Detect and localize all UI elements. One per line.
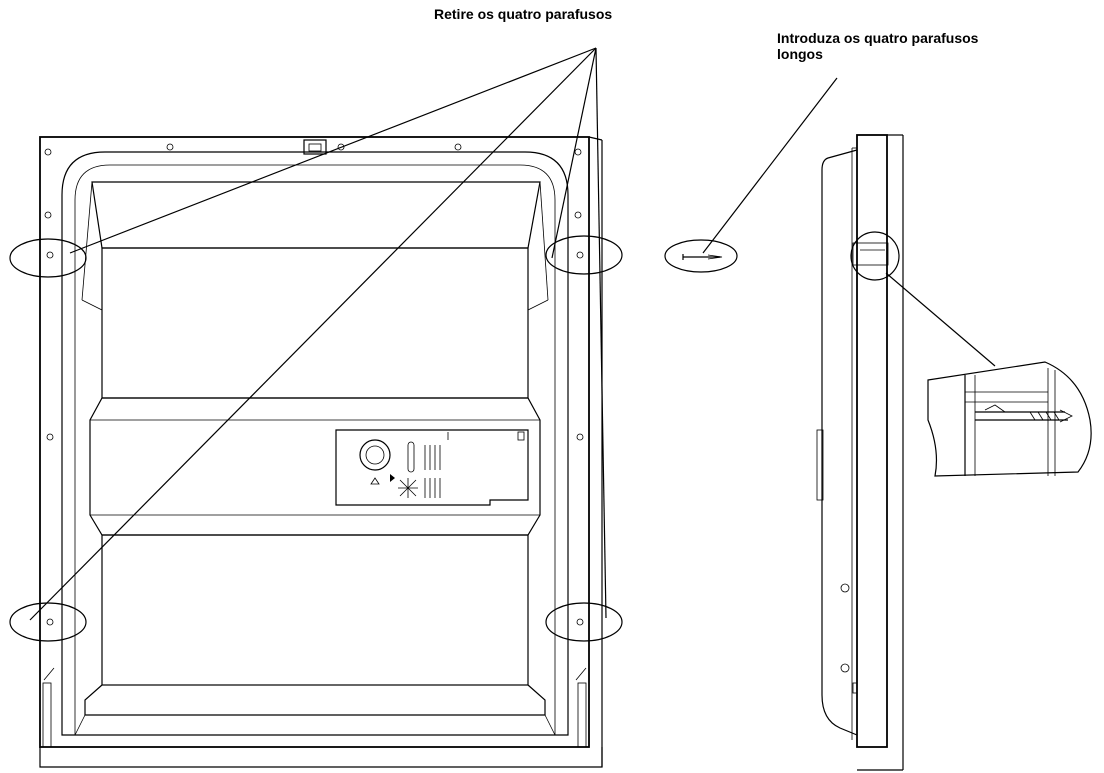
insert-screws-label-line2: longos <box>777 46 823 62</box>
door-front-view <box>9 136 623 768</box>
screw-bottom-right <box>576 618 584 626</box>
screw-icon <box>682 254 723 260</box>
remove-screws-leaders <box>29 47 607 621</box>
insert-screws-label: Introduza os quatro parafusos longos <box>777 30 978 62</box>
door-side-view <box>816 134 996 771</box>
side-inner-liner <box>821 149 858 736</box>
side-detail-circle <box>850 231 900 281</box>
insert-screws-label-line1: Introduza os quatro parafusos <box>777 30 979 46</box>
detergent-dispenser <box>335 429 529 506</box>
middle-band <box>89 397 541 536</box>
door-latch <box>303 139 327 155</box>
screw-top-left <box>46 251 54 259</box>
detail-leader <box>885 272 996 367</box>
remove-screws-label: Retire os quatro parafusos <box>434 6 613 22</box>
highlight-screw-bottom-right <box>545 602 623 642</box>
door-inner-liner <box>61 151 569 736</box>
highlight-screw-bottom-left <box>9 602 87 642</box>
highlight-screw-top-right <box>545 235 623 275</box>
door-plinth <box>39 747 603 768</box>
long-screw-callout <box>664 77 838 273</box>
upper-panel <box>101 247 529 399</box>
screw-top-right <box>576 251 584 259</box>
insert-screws-leader <box>702 77 838 254</box>
highlight-screw-top-left <box>9 238 87 278</box>
rinse-aid-sun-icon <box>398 478 418 498</box>
door-outer-panel <box>39 136 590 748</box>
panel-screws <box>44 143 584 626</box>
lower-panel <box>101 534 529 686</box>
screw-bottom-left <box>46 618 54 626</box>
highlight-long-screw <box>664 239 738 273</box>
zoom-detail <box>927 361 1092 477</box>
upper-recess <box>91 181 541 249</box>
side-front-panel <box>856 134 888 748</box>
dispenser-knob-icon <box>359 439 391 471</box>
